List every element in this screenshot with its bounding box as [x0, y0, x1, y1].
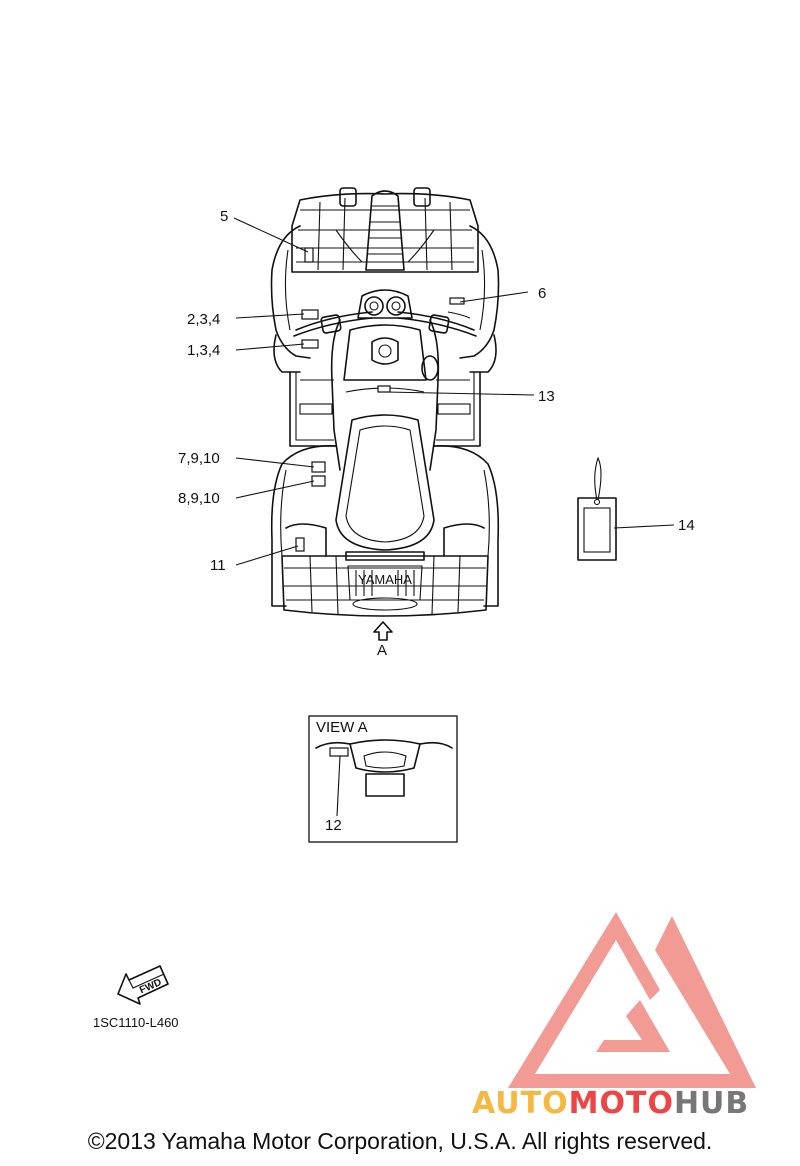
front-fenders — [270, 225, 500, 373]
fwd-arrow-icon: FWD — [117, 965, 169, 1005]
callout-14: 14 — [678, 517, 695, 534]
automotohub-logo — [508, 912, 756, 1088]
label-5-rect — [304, 247, 314, 263]
callout-13: 13 — [538, 388, 555, 405]
label-11-rect — [295, 537, 305, 552]
callout-2-3-4: 2,3,4 — [187, 311, 220, 328]
callout-11: 11 — [210, 557, 226, 574]
callout-a: A — [377, 642, 387, 659]
view-a-arrow — [373, 621, 393, 641]
part-code: 1SC1110-L460 — [93, 1015, 179, 1030]
seat — [335, 414, 435, 551]
callout-8-9-10: 8,9,10 — [178, 490, 220, 507]
callout-1-3-4: 1,3,4 — [187, 342, 220, 359]
rear-rack: YAMAHA — [281, 551, 489, 617]
watermark-moto: MOTO — [569, 1086, 674, 1121]
front-rack — [291, 187, 479, 273]
svg-text:AUTOMOTOHUB: AUTOMOTOHUB — [472, 1086, 749, 1121]
copyright-notice: ©2013 Yamaha Motor Corporation, U.S.A. A… — [87, 1128, 713, 1154]
footrests — [289, 371, 481, 447]
callout-7-9-10: 7,9,10 — [178, 450, 220, 467]
label-12-rect — [329, 747, 349, 757]
rear-fenders — [270, 445, 500, 607]
handlebar — [293, 289, 477, 337]
label-1-3-4-rect — [301, 339, 319, 349]
automotohub-watermark: AUTOMOTOHUB — [472, 1086, 749, 1121]
hang-tag — [577, 456, 617, 561]
view-a-box — [308, 715, 458, 843]
watermark-auto: AUTO — [472, 1086, 569, 1121]
label-2-3-4-rect — [301, 309, 319, 320]
callout-12: 12 — [325, 817, 342, 834]
label-13-rect — [377, 385, 391, 393]
view-a-title: VIEW A — [316, 719, 368, 736]
atv-top-view: YAMAHA — [270, 187, 500, 617]
callout-6: 6 — [538, 285, 546, 302]
leader-lines — [233, 217, 675, 566]
fwd-label: FWD — [138, 977, 163, 996]
center-body — [330, 319, 440, 471]
yamaha-emblem: YAMAHA — [358, 572, 412, 587]
watermark-hub: HUB — [674, 1086, 749, 1121]
callout-5: 5 — [220, 208, 228, 225]
label-6-rect — [449, 297, 465, 305]
